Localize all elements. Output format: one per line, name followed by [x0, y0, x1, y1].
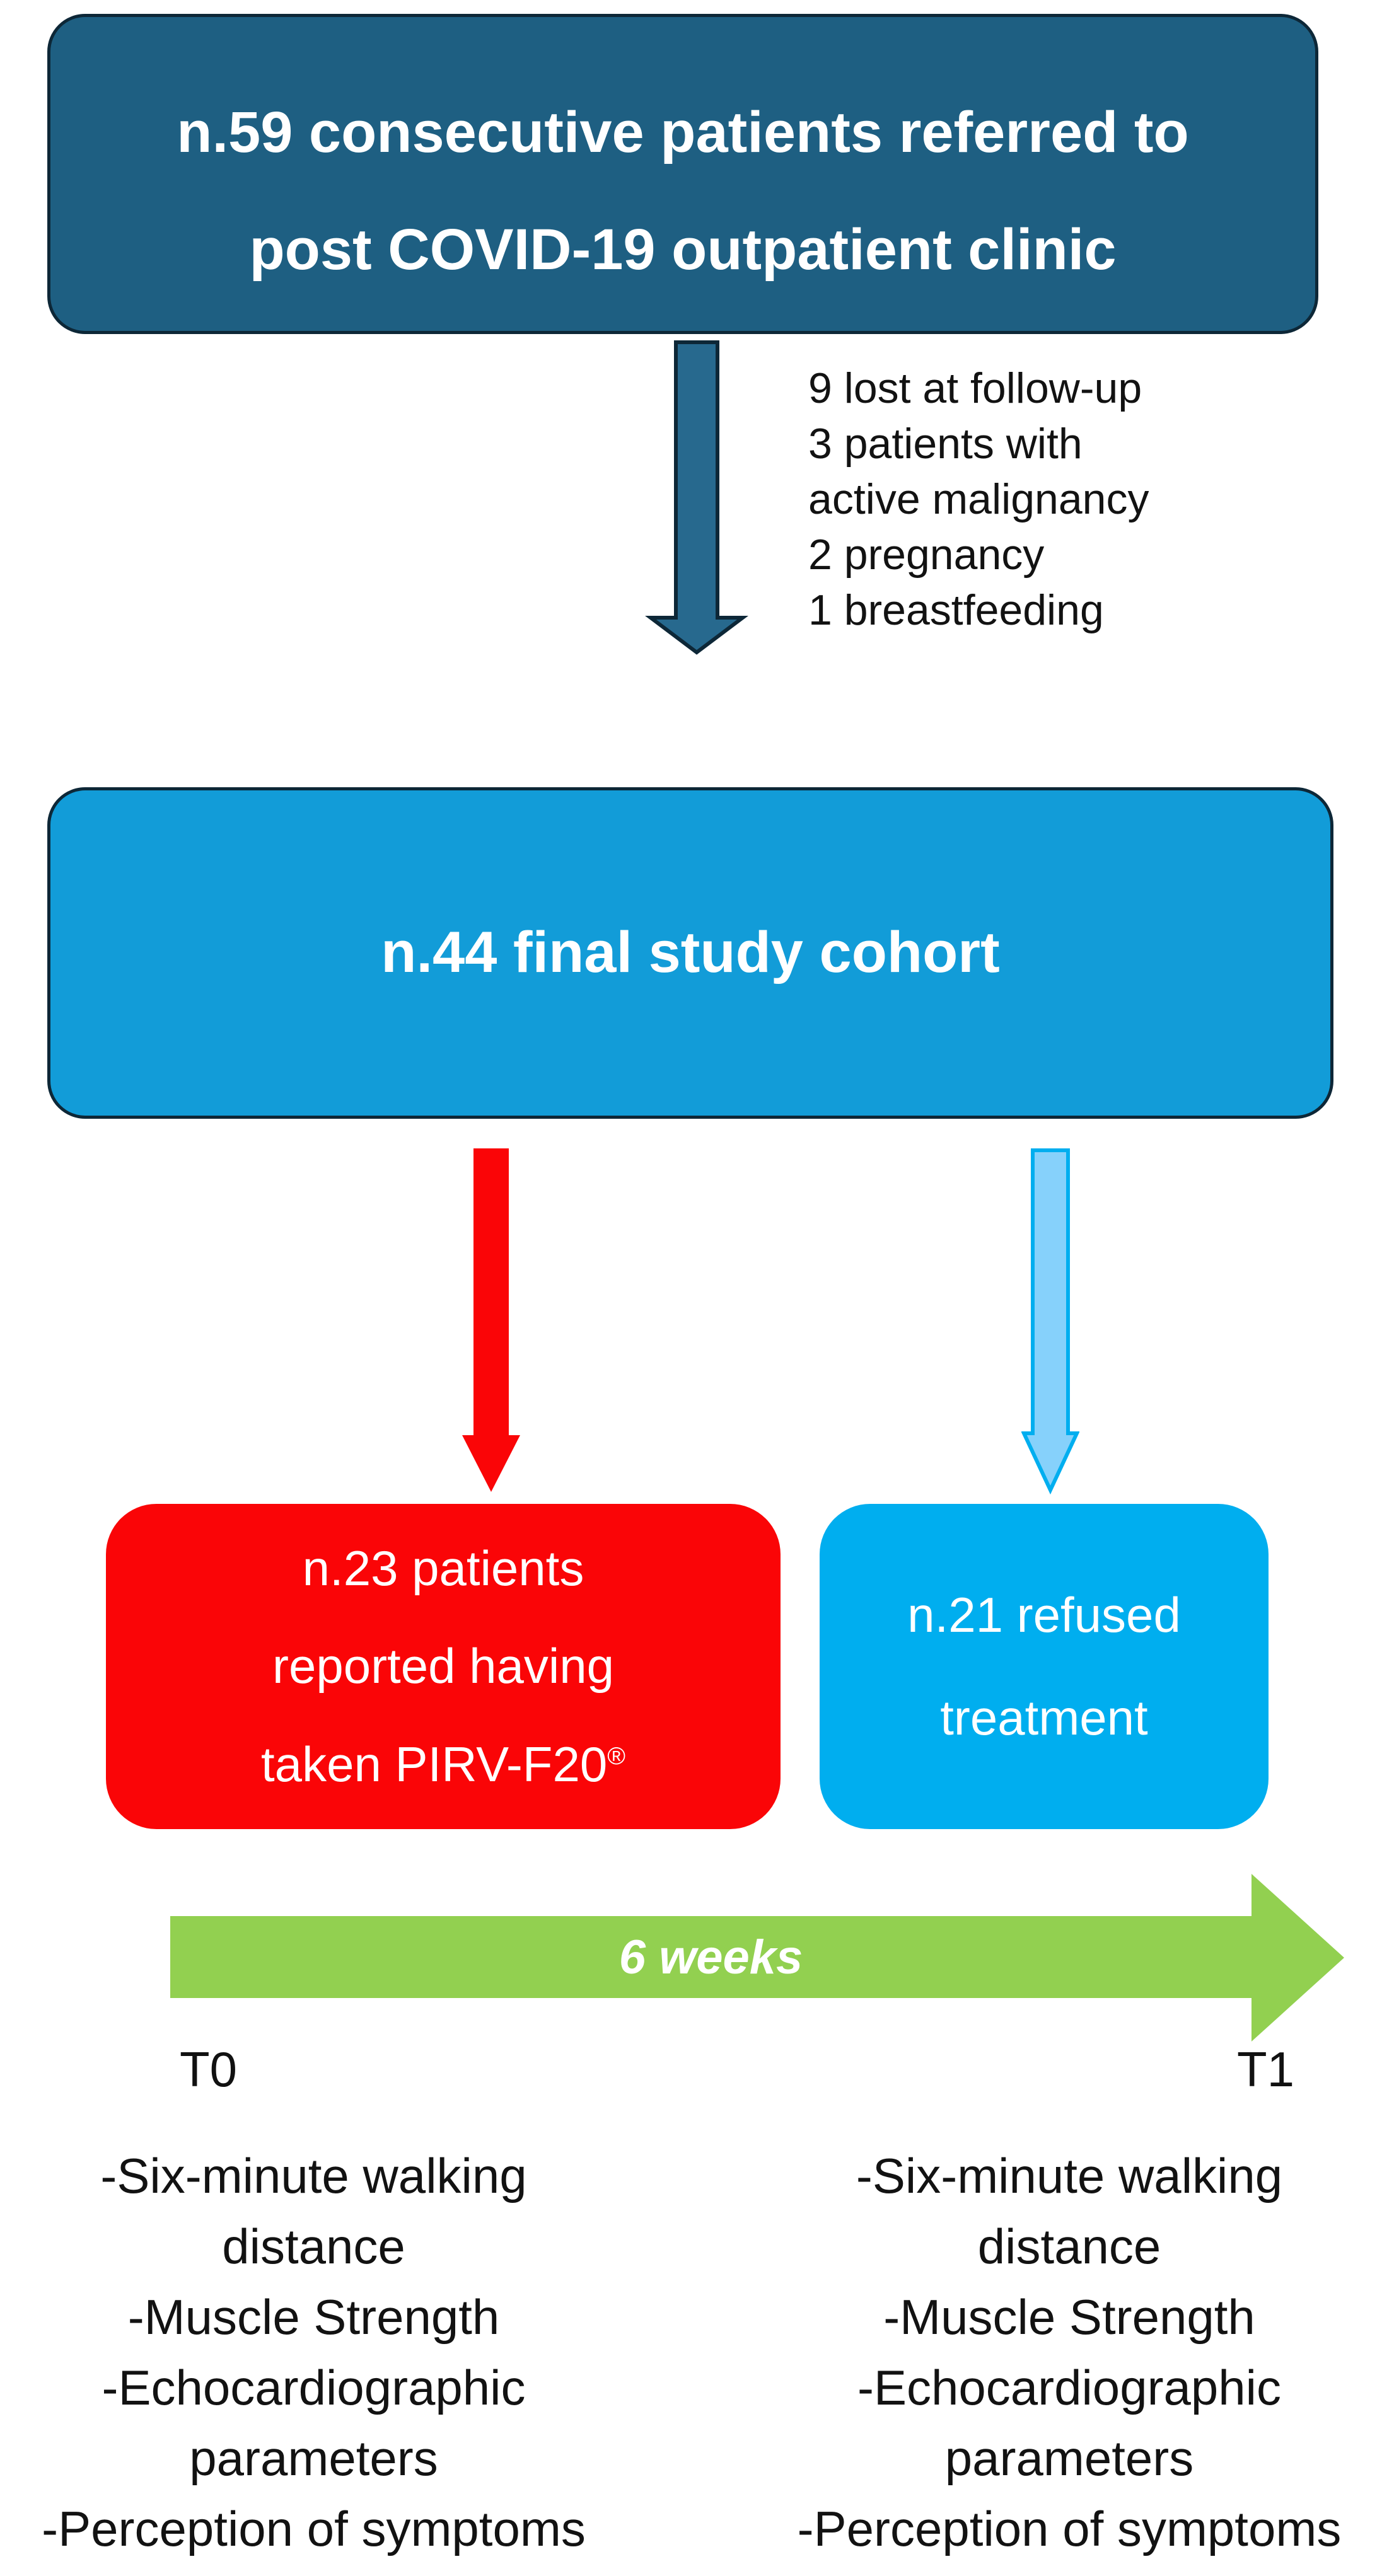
- refused-line-1: n.21 refused: [907, 1587, 1181, 1643]
- enrollment-line-1: n.59 consecutive patients referred to: [177, 100, 1189, 165]
- assessments-left-list: -Six-minute walking distance -Muscle Str…: [0, 2140, 627, 2564]
- assessment-item: -Perception of symptoms: [797, 2501, 1342, 2556]
- refused-box: n.21 refused treatment: [820, 1504, 1269, 1829]
- cohort-box: n.44 final study cohort: [47, 787, 1333, 1119]
- treated-line-1: n.23 patients: [302, 1540, 584, 1596]
- enrollment-line-2: post COVID-19 outpatient clinic: [249, 217, 1117, 282]
- treated-line-2: reported having: [272, 1638, 615, 1694]
- enrollment-box: n.59 consecutive patients referred to po…: [47, 14, 1318, 334]
- exclusion-item: 3 patients with: [808, 420, 1083, 468]
- assessment-item: distance: [977, 2219, 1161, 2274]
- timeline-right-arrow-icon: [170, 1874, 1344, 2042]
- assessments-right-list: -Six-minute walking distance -Muscle Str…: [757, 2140, 1382, 2564]
- registered-trademark-mark: ®: [607, 1742, 625, 1770]
- exclusion-item: active malignancy: [808, 475, 1149, 523]
- assessment-item: -Perception of symptoms: [42, 2501, 586, 2556]
- exclusion-down-arrow-icon: [645, 340, 748, 655]
- treated-box: n.23 patients reported having taken PIRV…: [106, 1504, 781, 1829]
- timeline-start-label: T0: [180, 2042, 238, 2097]
- exclusion-item: 1 breastfeeding: [808, 586, 1104, 634]
- assessment-item: parameters: [189, 2430, 438, 2486]
- timeline-end-label: T1: [1237, 2042, 1295, 2097]
- timeline-duration-label: 6 weeks: [618, 1930, 803, 1984]
- assessment-item: -Echocardiographic: [102, 2360, 526, 2415]
- exclusion-item: 9 lost at follow-up: [808, 364, 1142, 412]
- treated-down-arrow-icon: [462, 1148, 520, 1492]
- exclusion-item: 2 pregnancy: [808, 531, 1045, 579]
- assessment-item: -Muscle Strength: [127, 2289, 500, 2345]
- exclusion-list: 9 lost at follow-up 3 patients with acti…: [808, 361, 1382, 638]
- assessment-item: distance: [222, 2219, 405, 2274]
- refused-down-arrow-icon: [1021, 1148, 1079, 1495]
- assessment-item: -Muscle Strength: [883, 2289, 1255, 2345]
- refused-line-2: treatment: [940, 1689, 1148, 1745]
- cohort-label: n.44 final study cohort: [381, 920, 1000, 985]
- assessment-item: -Six-minute walking: [856, 2148, 1283, 2203]
- treated-line-3: taken PIRV-F20®: [261, 1736, 625, 1792]
- assessment-item: -Six-minute walking: [100, 2148, 527, 2203]
- assessment-item: parameters: [944, 2430, 1194, 2486]
- assessment-item: -Echocardiographic: [857, 2360, 1282, 2415]
